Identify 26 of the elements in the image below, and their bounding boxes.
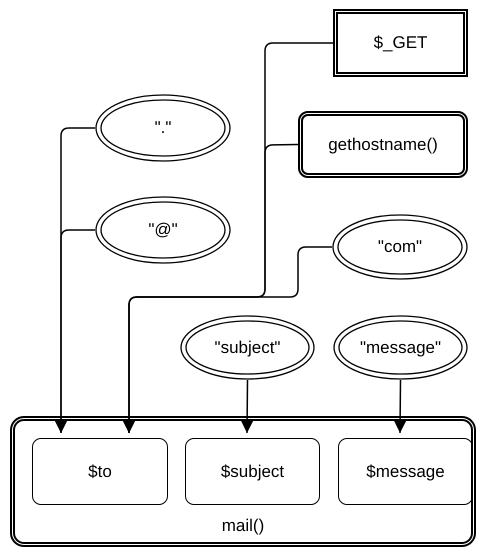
- node-label: "com": [378, 236, 422, 258]
- node-label: ".": [154, 117, 172, 140]
- string-ellipse: [180, 315, 315, 380]
- node-label: $to: [88, 460, 112, 483]
- node-label: $_GET: [374, 32, 428, 54]
- node-label: gethostname(): [328, 134, 438, 156]
- arrow: [394, 380, 406, 433]
- parameter-box: [185, 438, 320, 505]
- parameter-box: [32, 438, 168, 505]
- node-label: $subject: [220, 460, 284, 483]
- variable-box: [333, 9, 468, 77]
- string-ellipse: [95, 196, 231, 264]
- arrow: [241, 380, 254, 433]
- node-label: $message: [366, 460, 445, 483]
- function-label: mail(): [222, 514, 264, 536]
- function-container: [10, 416, 476, 547]
- parameter-box: [338, 438, 473, 505]
- arrow: [55, 229, 95, 433]
- string-ellipse: [95, 94, 231, 162]
- string-ellipse: [333, 315, 468, 380]
- node-label: "message": [360, 336, 442, 359]
- function-box: [298, 111, 468, 178]
- node-label: "subject": [214, 336, 280, 359]
- node-label: "@": [148, 219, 178, 242]
- string-ellipse: [332, 214, 468, 280]
- arrow: [123, 246, 332, 433]
